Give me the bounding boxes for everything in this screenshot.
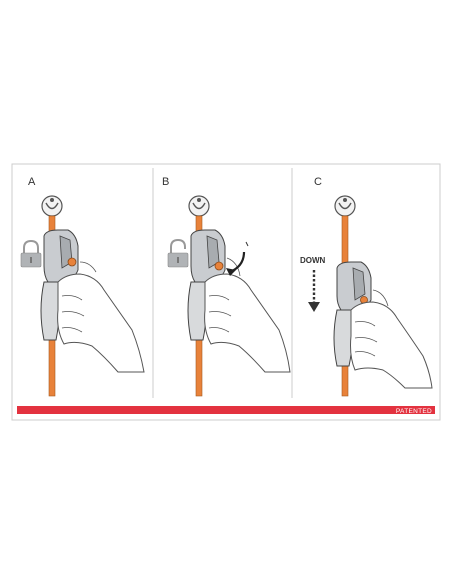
motion-tick bbox=[245, 241, 249, 247]
panel-label-c: C bbox=[314, 176, 322, 188]
red-bar bbox=[17, 406, 435, 414]
panel-b bbox=[167, 195, 291, 397]
panel-a bbox=[20, 195, 145, 397]
belay-device bbox=[40, 229, 79, 341]
outer-frame bbox=[11, 163, 441, 421]
down-arrow-icon bbox=[308, 270, 320, 312]
hand bbox=[350, 289, 433, 389]
padlock-unlocked-icon bbox=[167, 238, 189, 268]
patented-label: PATENTED bbox=[395, 408, 432, 415]
panel-c bbox=[308, 195, 433, 397]
direction-label: DOWN bbox=[300, 256, 326, 265]
hand bbox=[204, 257, 291, 373]
anchor-icon bbox=[334, 195, 356, 217]
belay-device bbox=[333, 261, 372, 367]
anchor-icon bbox=[41, 195, 63, 217]
belay-device bbox=[187, 229, 226, 341]
padlock-locked-icon bbox=[20, 239, 42, 268]
panel-label-a: A bbox=[28, 176, 36, 188]
hand bbox=[57, 261, 145, 373]
panel-label-b: B bbox=[162, 176, 170, 188]
rotation-arrow-icon bbox=[226, 251, 246, 276]
anchor-icon bbox=[188, 195, 210, 217]
